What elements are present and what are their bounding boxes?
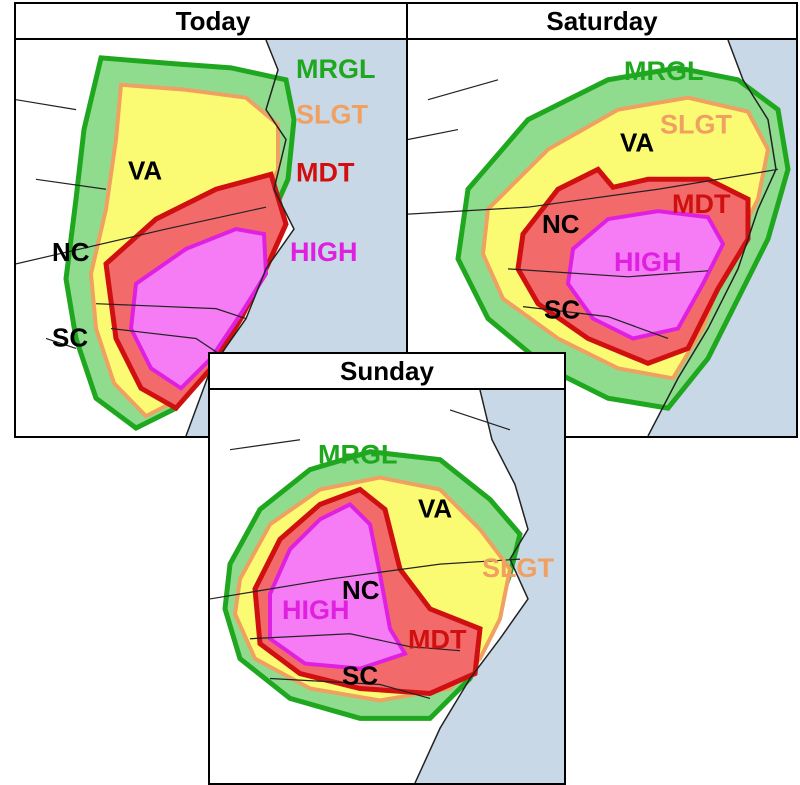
risk-label-high: HIGH — [290, 237, 357, 267]
risk-label-high: HIGH — [614, 247, 681, 277]
risk-label-mdt: MDT — [296, 157, 355, 187]
coast-line — [414, 390, 529, 783]
state-label-nc: NC — [542, 211, 580, 239]
high-area — [268, 501, 408, 671]
high-area — [565, 209, 726, 341]
state-label-va: VA — [128, 157, 162, 185]
coast-line — [185, 40, 295, 436]
state-borders — [16, 99, 267, 359]
risk-label-mrgl: MRGL — [318, 440, 397, 470]
risk-label-mrgl: MRGL — [624, 56, 703, 86]
state-borders — [210, 409, 521, 700]
panel-title-today: Today — [16, 4, 410, 40]
risk-label-slgt: SLGT — [296, 100, 369, 130]
risk-label-slgt: SLGT — [482, 553, 555, 583]
state-label-sc: SC — [342, 663, 378, 691]
state-label-nc: NC — [52, 239, 90, 267]
state-label-sc: SC — [544, 297, 580, 325]
risk-label-mrgl: MRGL — [296, 54, 375, 84]
state-label-va: VA — [620, 129, 654, 157]
state-label-va: VA — [418, 495, 452, 523]
state-label-sc: SC — [52, 325, 88, 353]
panel-title-saturday: Saturday — [408, 4, 796, 40]
panel-sunday: Sunday VA NC SC MRGL SLGT MDT HIGH — [208, 352, 566, 785]
coast-line — [647, 40, 777, 436]
map-sunday: VA NC SC MRGL SLGT MDT HIGH — [210, 390, 564, 783]
risk-label-mdt: MDT — [408, 625, 467, 655]
risk-label-high: HIGH — [282, 595, 349, 625]
risk-label-slgt: SLGT — [660, 110, 733, 140]
high-area — [128, 226, 269, 391]
risk-label-mdt: MDT — [672, 189, 731, 219]
map-sunday-svg: VA NC SC MRGL SLGT MDT HIGH — [210, 390, 564, 783]
state-borders — [408, 79, 779, 340]
state-label-nc: NC — [342, 577, 380, 605]
panel-title-sunday: Sunday — [210, 354, 564, 390]
